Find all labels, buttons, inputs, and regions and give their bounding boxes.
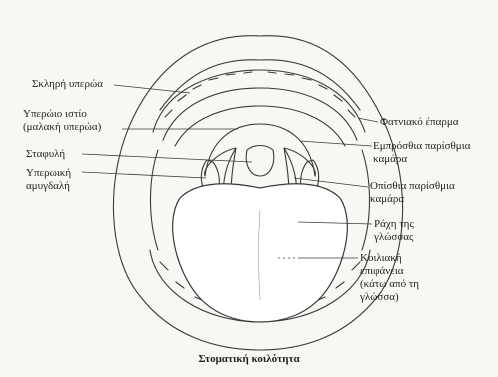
leader-uvula: [82, 154, 252, 162]
label-anterior-arch-line2: καμάρα: [373, 153, 407, 166]
label-anterior-arch-line1: Εμπρόσθια παρίσθμια: [373, 140, 470, 153]
figure-caption: Στοματική κοιλότητα: [0, 353, 498, 365]
lip-inner-edge: [160, 60, 360, 110]
label-hard-palate: Σκληρή υπερώα: [32, 78, 103, 91]
tongue: [173, 184, 348, 322]
label-soft-palate-line1: Υπερώιο ιστίο: [23, 108, 87, 121]
label-tongue-back-line2: γλώσσας: [374, 231, 413, 244]
soft-palate: [205, 124, 315, 176]
leader-anterior-arch: [300, 141, 372, 146]
label-tonsil-line1: Υπερωική: [26, 167, 71, 180]
alveolar-ridge-line: [163, 88, 357, 140]
leader-tonsil: [82, 172, 206, 178]
label-uvula: Σταφυλή: [26, 148, 65, 161]
hard-palate: [175, 106, 345, 146]
label-posterior-arch-line2: καμάρα: [370, 193, 404, 206]
label-tonsil-line2: αμυγδαλή: [26, 180, 70, 193]
label-alveolar-ridge: Φατνιακό έπαρμα: [380, 116, 459, 129]
upper-teeth: [153, 70, 365, 132]
label-posterior-arch-line1: Οπίσθια παρίσθμια: [370, 180, 455, 193]
uvula-shape: [246, 146, 274, 177]
label-ventral-line1: Κοιλιακή: [360, 252, 402, 265]
label-ventral-line3: (κάτω από τη: [360, 278, 419, 291]
label-ventral-line4: γλώσσα): [360, 291, 399, 304]
label-soft-palate-line2: (μαλακή υπερώα): [23, 121, 101, 134]
label-tongue-back-line1: Ράχη της: [374, 218, 414, 231]
label-ventral-line2: επιφάνεια: [360, 265, 404, 278]
